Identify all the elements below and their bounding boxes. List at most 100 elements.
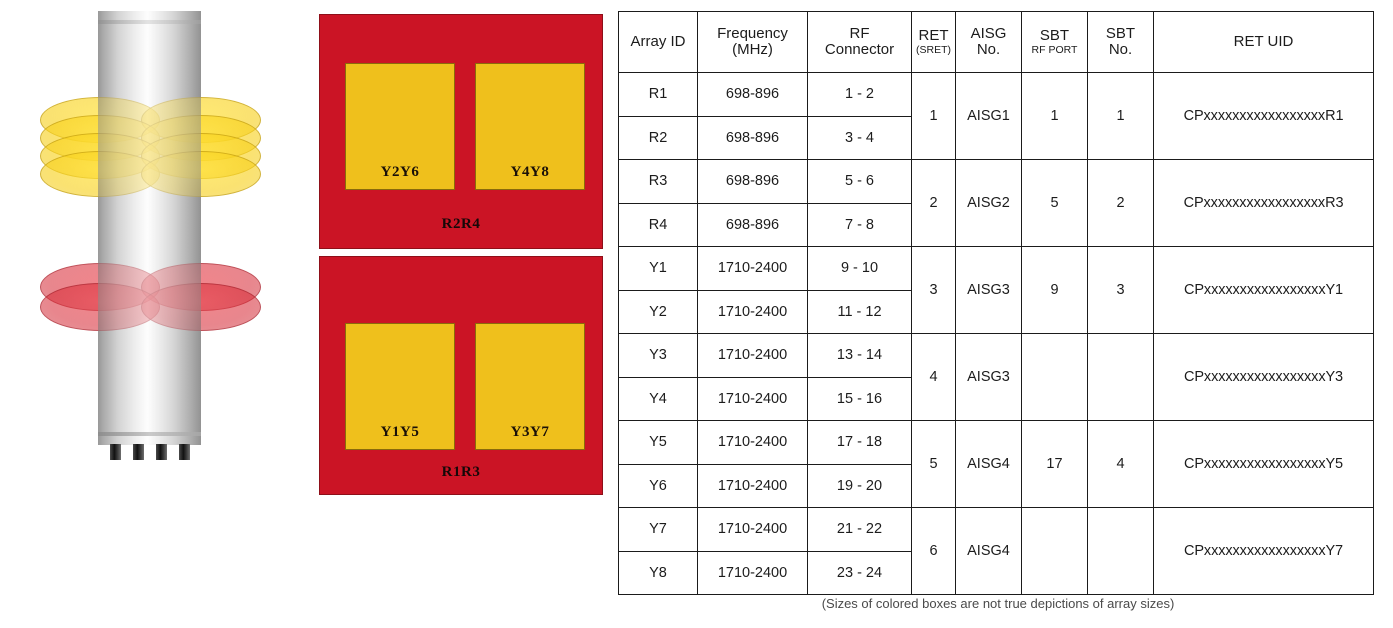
cell-aisg-no: AISG3 xyxy=(955,333,1022,421)
cell-sbt-no xyxy=(1087,507,1154,595)
cell-sbt-rf-port: 5 xyxy=(1021,159,1088,247)
cell-ret: 5 xyxy=(911,420,956,508)
cell-sbt-no: 3 xyxy=(1087,246,1154,334)
cell-sbt-rf-port xyxy=(1021,333,1088,421)
header-ret: RET (SRET) xyxy=(911,11,956,73)
array-specification-table: Array ID Frequency (MHz) RF Connector RE… xyxy=(618,11,1374,595)
cell-array-id: Y5 xyxy=(618,420,698,465)
cell-array-id: Y6 xyxy=(618,463,698,508)
connector-pin xyxy=(156,444,167,460)
cell-sbt-rf-port: 9 xyxy=(1021,246,1088,334)
cell-array-id: Y2 xyxy=(618,289,698,334)
header-frequency-line2: (MHz) xyxy=(732,41,773,58)
array-box-label: Y4Y8 xyxy=(510,164,550,180)
antenna-mast xyxy=(98,11,201,445)
mast-top-cap xyxy=(98,20,201,24)
header-frequency-line1: Frequency xyxy=(717,24,788,42)
cell-array-id: R3 xyxy=(618,159,698,204)
cell-rf-connector: 1 - 2 xyxy=(807,72,912,117)
array-box-label: Y3Y7 xyxy=(510,424,550,440)
cell-frequency: 1710-2400 xyxy=(697,420,808,465)
cell-frequency: 1710-2400 xyxy=(697,333,808,378)
cell-rf-connector: 3 - 4 xyxy=(807,115,912,160)
cell-rf-connector: 15 - 16 xyxy=(807,376,912,421)
panel-bottom-label: R1R3 xyxy=(441,464,481,480)
header-sbt-port-line1: SBT xyxy=(1039,26,1070,44)
cell-array-id: R4 xyxy=(618,202,698,247)
cell-frequency: 1710-2400 xyxy=(697,246,808,291)
table-header-row: Array ID Frequency (MHz) RF Connector RE… xyxy=(618,11,1374,73)
cell-rf-connector: 17 - 18 xyxy=(807,420,912,465)
cell-sbt-no: 4 xyxy=(1087,420,1154,508)
array-box-y4y8: Y4Y8 xyxy=(475,63,585,190)
header-sbt-no-line2: No. xyxy=(1108,41,1133,58)
header-ret-line1: RET xyxy=(918,26,949,44)
array-box-y3y7: Y3Y7 xyxy=(475,323,585,450)
cell-aisg-no: AISG4 xyxy=(955,420,1022,508)
header-aisg-line2: No. xyxy=(976,41,1001,58)
header-aisg-no: AISG No. xyxy=(955,11,1022,73)
cell-sbt-no: 1 xyxy=(1087,72,1154,160)
cell-rf-connector: 23 - 24 xyxy=(807,550,912,595)
cell-rf-connector: 7 - 8 xyxy=(807,202,912,247)
cell-ret-uid: CPxxxxxxxxxxxxxxxxxY3 xyxy=(1153,333,1374,421)
cell-sbt-rf-port: 1 xyxy=(1021,72,1088,160)
cell-sbt-no: 2 xyxy=(1087,159,1154,247)
header-aisg-line1: AISG xyxy=(970,24,1007,42)
cell-rf-connector: 11 - 12 xyxy=(807,289,912,334)
cell-sbt-no xyxy=(1087,333,1154,421)
cell-frequency: 698-896 xyxy=(697,202,808,247)
connector-pin xyxy=(179,444,190,460)
header-frequency: Frequency (MHz) xyxy=(697,11,808,73)
cell-ret: 4 xyxy=(911,333,956,421)
header-array-id: Array ID xyxy=(618,11,698,73)
red-lobe-right-2 xyxy=(141,283,261,331)
antenna-connector-pins xyxy=(110,444,190,460)
header-sbt-no: SBT No. xyxy=(1087,11,1154,73)
cell-ret: 6 xyxy=(911,507,956,595)
panel-top-label: R2R4 xyxy=(441,216,481,232)
cell-array-id: Y3 xyxy=(618,333,698,378)
cell-ret-uid: CPxxxxxxxxxxxxxxxxxY1 xyxy=(1153,246,1374,334)
cell-ret-uid: CPxxxxxxxxxxxxxxxxxR1 xyxy=(1153,72,1374,160)
header-ret-line2: (SRET) xyxy=(916,43,951,56)
header-sbt-port-line2: RF PORT xyxy=(1031,43,1078,56)
cell-rf-connector: 5 - 6 xyxy=(807,159,912,204)
cell-array-id: Y4 xyxy=(618,376,698,421)
yellow-lobe-right-4 xyxy=(141,151,261,197)
cell-array-id: Y8 xyxy=(618,550,698,595)
array-box-label: Y2Y6 xyxy=(380,164,420,180)
cell-sbt-rf-port: 17 xyxy=(1021,420,1088,508)
cell-ret: 3 xyxy=(911,246,956,334)
footnote-text: (Sizes of colored boxes are not true dep… xyxy=(821,596,1175,611)
cell-ret-uid: CPxxxxxxxxxxxxxxxxxY5 xyxy=(1153,420,1374,508)
header-rf-connector: RF Connector xyxy=(807,11,912,73)
cell-frequency: 698-896 xyxy=(697,72,808,117)
header-ret-uid: RET UID xyxy=(1153,11,1374,73)
cell-aisg-no: AISG1 xyxy=(955,72,1022,160)
cell-frequency: 1710-2400 xyxy=(697,550,808,595)
cell-ret: 1 xyxy=(911,72,956,160)
connector-pin xyxy=(133,444,144,460)
antenna-radiation-figure xyxy=(0,0,300,500)
connector-pin xyxy=(110,444,121,460)
mast-bottom-cap xyxy=(98,432,201,436)
array-box-y1y5: Y1Y5 xyxy=(345,323,455,450)
cell-rf-connector: 9 - 10 xyxy=(807,246,912,291)
cell-frequency: 1710-2400 xyxy=(697,289,808,334)
cell-ret: 2 xyxy=(911,159,956,247)
array-panel-top: Y2Y6 Y4Y8 R2R4 xyxy=(319,14,603,249)
cell-frequency: 1710-2400 xyxy=(697,463,808,508)
cell-array-id: Y7 xyxy=(618,507,698,552)
array-box-label: Y1Y5 xyxy=(380,424,420,440)
